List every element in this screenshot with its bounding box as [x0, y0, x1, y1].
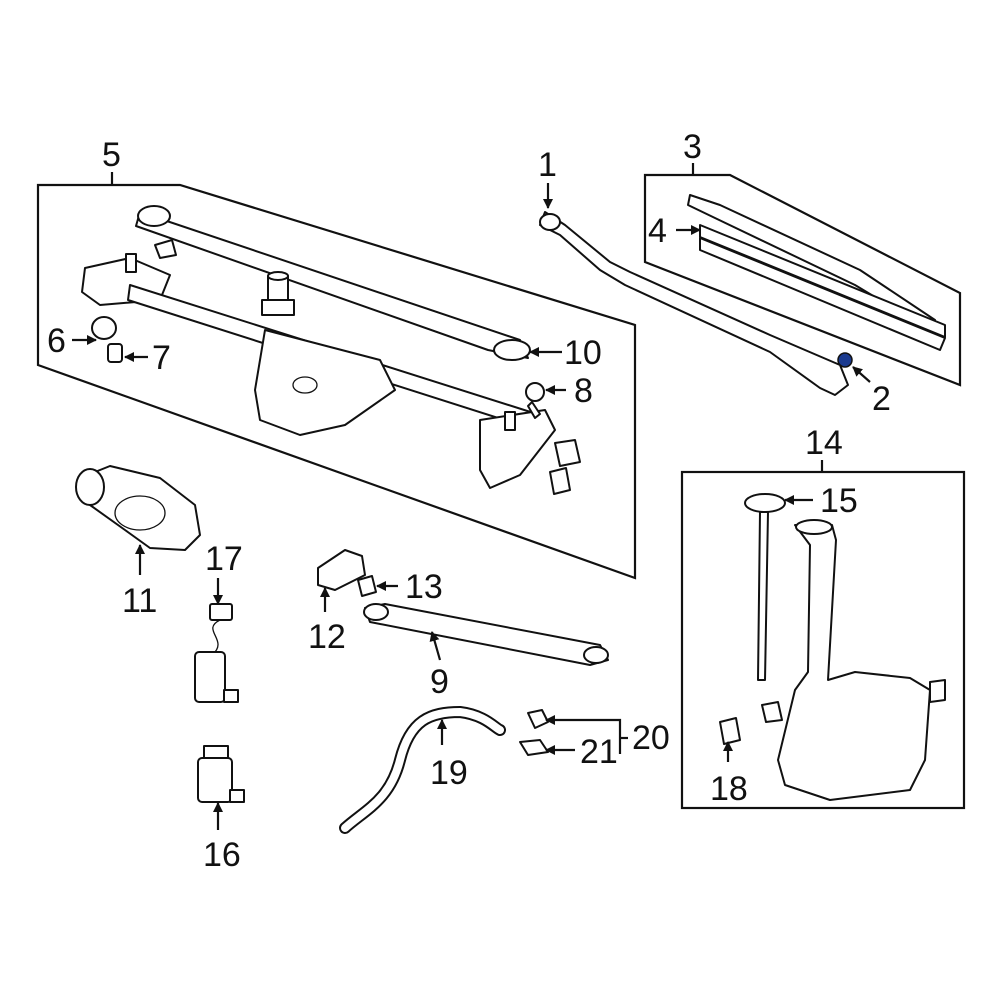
wiper-motor[interactable]: [75, 465, 201, 551]
reservoir-group-box: [680, 460, 966, 810]
callout-numbers: 1 2 3 4 5 6 7 8 9 10 11 12 13 14 15 16 1…: [47, 128, 891, 874]
callout-lines: [72, 183, 871, 830]
collar-7[interactable]: [107, 343, 123, 363]
wiper-arm[interactable]: [539, 211, 849, 396]
callout-1: 1: [538, 146, 557, 184]
callout-19: 19: [430, 754, 468, 792]
callout-5: 5: [102, 136, 121, 174]
link-bushing[interactable]: [357, 575, 377, 597]
linkage-group-box: [36, 172, 637, 580]
pivot-bracket[interactable]: [317, 549, 366, 591]
level-gauge-cap[interactable]: [744, 493, 786, 681]
washer-pump[interactable]: [197, 745, 245, 803]
callout-14: 14: [805, 424, 843, 462]
callout-15: 15: [820, 482, 858, 520]
blade-group-box: [643, 163, 962, 387]
callout-11: 11: [122, 582, 157, 620]
bushing-right[interactable]: [549, 439, 581, 495]
hose-connector-20[interactable]: [527, 709, 549, 729]
callout-3: 3: [683, 128, 702, 166]
blade-refill[interactable]: [699, 237, 946, 351]
clip-8[interactable]: [525, 382, 545, 419]
pivot-bushing[interactable]: [261, 271, 295, 316]
callout-7: 7: [152, 339, 171, 377]
callout-2: 2: [872, 380, 891, 418]
callout-9: 9: [430, 663, 449, 701]
callout-20: 20: [632, 719, 670, 757]
callout-4: 4: [648, 212, 667, 250]
arm-nut-highlight[interactable]: [837, 352, 853, 368]
grommet-6[interactable]: [91, 316, 117, 340]
connecting-link-rod[interactable]: [363, 603, 609, 666]
callout-8: 8: [574, 372, 593, 410]
callout-13: 13: [405, 568, 443, 606]
reservoir-grommet[interactable]: [719, 701, 783, 745]
callout-17: 17: [205, 540, 243, 578]
callout-16: 16: [203, 836, 241, 874]
callout-6: 6: [47, 322, 66, 360]
hose-joint-21[interactable]: [519, 739, 549, 756]
washer-pump-with-harness[interactable]: [194, 603, 239, 703]
wiper-linkage-assembly[interactable]: [81, 205, 556, 489]
washer-reservoir[interactable]: [777, 519, 946, 801]
callout-10: 10: [564, 334, 602, 372]
callout-18: 18: [710, 770, 748, 808]
callout-21: 21: [580, 733, 618, 771]
callout-12: 12: [308, 618, 346, 656]
washer-hose[interactable]: [339, 705, 506, 834]
cap-nut[interactable]: [154, 239, 177, 259]
